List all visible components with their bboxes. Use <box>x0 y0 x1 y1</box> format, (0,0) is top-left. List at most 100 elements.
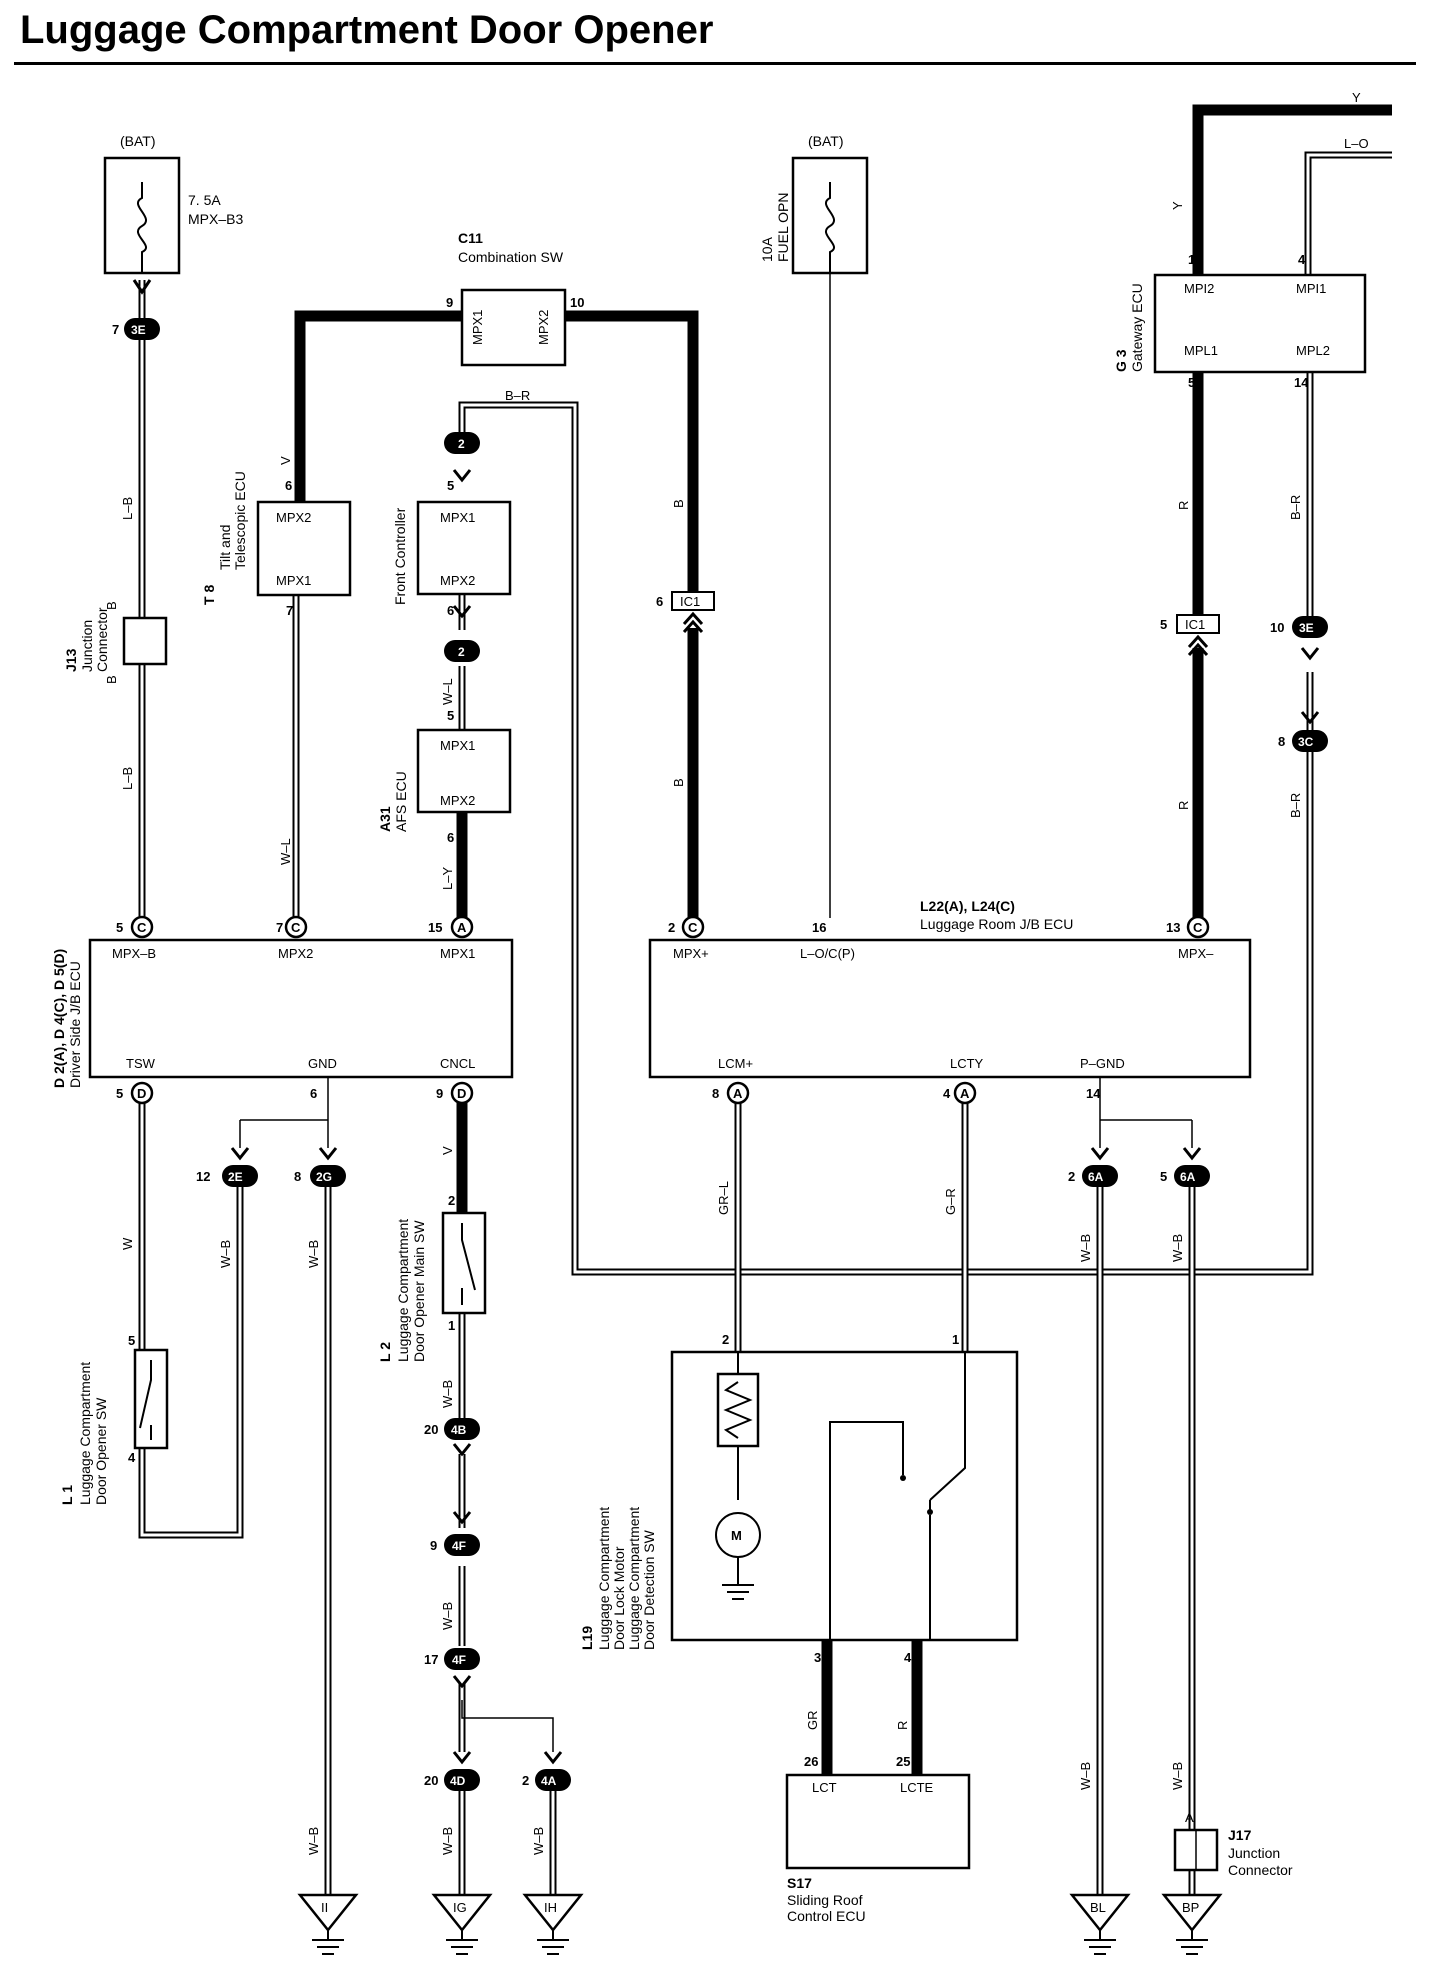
svg-text:7: 7 <box>286 603 293 618</box>
svg-text:Luggage Compartment: Luggage Compartment <box>77 1362 93 1505</box>
svg-text:5: 5 <box>116 1086 123 1101</box>
svg-text:MPX2: MPX2 <box>276 510 311 525</box>
svg-text:W–B: W–B <box>218 1240 233 1268</box>
svg-text:25: 25 <box>896 1754 910 1769</box>
svg-text:B–R: B–R <box>505 388 530 403</box>
svg-text:S17: S17 <box>787 1875 812 1891</box>
svg-text:MPX2: MPX2 <box>440 573 475 588</box>
svg-text:4: 4 <box>943 1086 951 1101</box>
svg-text:16: 16 <box>812 920 826 935</box>
svg-text:MPX–: MPX– <box>1178 946 1214 961</box>
connector-4b: 4B 20 <box>424 1418 480 1457</box>
svg-text:C: C <box>291 920 301 935</box>
wire-w-tsw <box>138 1085 244 1539</box>
svg-text:5: 5 <box>447 478 454 493</box>
svg-text:Control ECU: Control ECU <box>787 1908 866 1924</box>
svg-text:B–R: B–R <box>1288 793 1303 818</box>
svg-text:D: D <box>457 1086 466 1101</box>
title-divider <box>14 62 1416 65</box>
svg-text:5: 5 <box>128 1333 135 1348</box>
ecu-pin-markers: C C A D D C C A A <box>130 915 1210 1105</box>
svg-text:D: D <box>137 1086 146 1101</box>
svg-text:Luggage Compartment: Luggage Compartment <box>596 1507 612 1650</box>
tilt-telescopic-ecu: MPX2 MPX1 6 7 T 8 Tilt and Telescopic EC… <box>201 471 352 618</box>
svg-text:2: 2 <box>668 920 675 935</box>
wire-pgnd-split <box>1099 1077 1193 1148</box>
svg-text:W–L: W–L <box>440 678 455 705</box>
svg-text:L–Y: L–Y <box>440 867 455 890</box>
svg-text:Door Lock Motor: Door Lock Motor <box>611 1546 627 1650</box>
svg-text:20: 20 <box>424 1773 438 1788</box>
svg-text:G 3: G 3 <box>1113 349 1129 372</box>
svg-text:Gateway ECU: Gateway ECU <box>1129 283 1145 372</box>
wires <box>138 104 1392 1895</box>
svg-text:J17: J17 <box>1228 1827 1252 1843</box>
svg-text:R: R <box>895 1721 910 1730</box>
svg-text:IH: IH <box>544 1900 557 1915</box>
svg-text:14: 14 <box>1086 1086 1101 1101</box>
svg-text:D 2(A), D 4(C), D 5(D): D 2(A), D 4(C), D 5(D) <box>51 949 67 1088</box>
wire-color-labels: Y L–O Y L–B L–B V W–L B–R W–L L–Y B B R … <box>120 90 1369 1855</box>
afs-ecu: MPX1 MPX2 5 6 A31 AFS ECU <box>377 708 512 845</box>
page-title: Luggage Compartment Door Opener <box>20 8 714 52</box>
svg-text:9: 9 <box>436 1086 443 1101</box>
connector-3e-right: 3E 10 <box>1270 616 1328 725</box>
wire-b <box>565 310 699 918</box>
door-opener-sw: 5 4 L 1 Luggage Compartment Door Opener … <box>59 1333 169 1505</box>
svg-text:MPX1: MPX1 <box>276 573 311 588</box>
svg-text:W–B: W–B <box>440 1380 455 1408</box>
luggage-room-jb-ecu: L22(A), L24(C) Luggage Room J/B ECU MPX+… <box>648 898 1252 1101</box>
svg-text:B: B <box>671 499 686 508</box>
svg-text:MPI1: MPI1 <box>1296 281 1326 296</box>
svg-text:8: 8 <box>1278 734 1285 749</box>
svg-text:Connector: Connector <box>1228 1862 1293 1878</box>
svg-text:4F: 4F <box>452 1653 466 1667</box>
svg-text:5: 5 <box>1160 1169 1167 1184</box>
connector-2-top: 2 <box>444 432 480 483</box>
svg-text:A: A <box>457 920 467 935</box>
svg-text:L–O/C(P): L–O/C(P) <box>800 946 855 961</box>
svg-text:2E: 2E <box>228 1170 243 1184</box>
fuse-mpx-b3: (BAT) 7. 5A MPX–B3 <box>103 133 243 275</box>
svg-text:P–GND: P–GND <box>1080 1056 1125 1071</box>
svg-text:4A: 4A <box>541 1774 557 1788</box>
svg-text:6A: 6A <box>1088 1170 1104 1184</box>
svg-text:2: 2 <box>722 1332 729 1347</box>
svg-text:A31: A31 <box>377 806 393 832</box>
svg-text:W–B: W–B <box>306 1827 321 1855</box>
svg-text:A: A <box>960 1086 970 1101</box>
svg-text:MPX1: MPX1 <box>470 310 485 345</box>
svg-text:4B: 4B <box>451 1423 467 1437</box>
svg-text:GND: GND <box>308 1056 337 1071</box>
svg-text:4: 4 <box>1298 252 1306 267</box>
door-opener-main-sw: 2 1 L 2 Luggage Compartment Door Opener … <box>377 1193 487 1362</box>
svg-text:AFS ECU: AFS ECU <box>393 771 409 832</box>
svg-text:5: 5 <box>447 708 454 723</box>
svg-text:7: 7 <box>112 322 119 337</box>
svg-text:W–B: W–B <box>1078 1234 1093 1262</box>
svg-text:L22(A), L24(C): L22(A), L24(C) <box>920 898 1015 914</box>
svg-text:Door Opener Main SW: Door Opener Main SW <box>411 1220 427 1362</box>
svg-text:M: M <box>731 1528 742 1543</box>
svg-text:W–B: W–B <box>1170 1234 1185 1262</box>
connector-6a-right: 6A 5 <box>1160 1147 1210 1187</box>
svg-text:C11: C11 <box>458 230 483 246</box>
svg-text:II: II <box>321 1900 328 1915</box>
svg-text:L19: L19 <box>579 1626 595 1650</box>
connector-4f-bottom: 4F 17 <box>424 1648 480 1689</box>
svg-text:V: V <box>278 456 293 465</box>
svg-text:W–B: W–B <box>1078 1762 1093 1790</box>
combination-sw: C11 Combination SW MPX1 MPX2 9 10 <box>446 230 584 367</box>
ground-ih: IH <box>522 1893 584 1955</box>
svg-text:MPX1: MPX1 <box>440 738 475 753</box>
ground-ig: IG <box>431 1893 493 1955</box>
svg-text:IC1: IC1 <box>680 594 700 609</box>
svg-text:2: 2 <box>458 645 465 659</box>
svg-text:26: 26 <box>804 1754 818 1769</box>
connector-ic1-left: IC1 6 <box>656 591 715 634</box>
svg-text:GR–L: GR–L <box>716 1181 731 1215</box>
svg-text:Combination SW: Combination SW <box>458 249 564 265</box>
svg-text:14: 14 <box>1294 375 1309 390</box>
svg-text:W–B: W–B <box>531 1827 546 1855</box>
connector-3e-top: 3E 7 <box>112 279 160 340</box>
